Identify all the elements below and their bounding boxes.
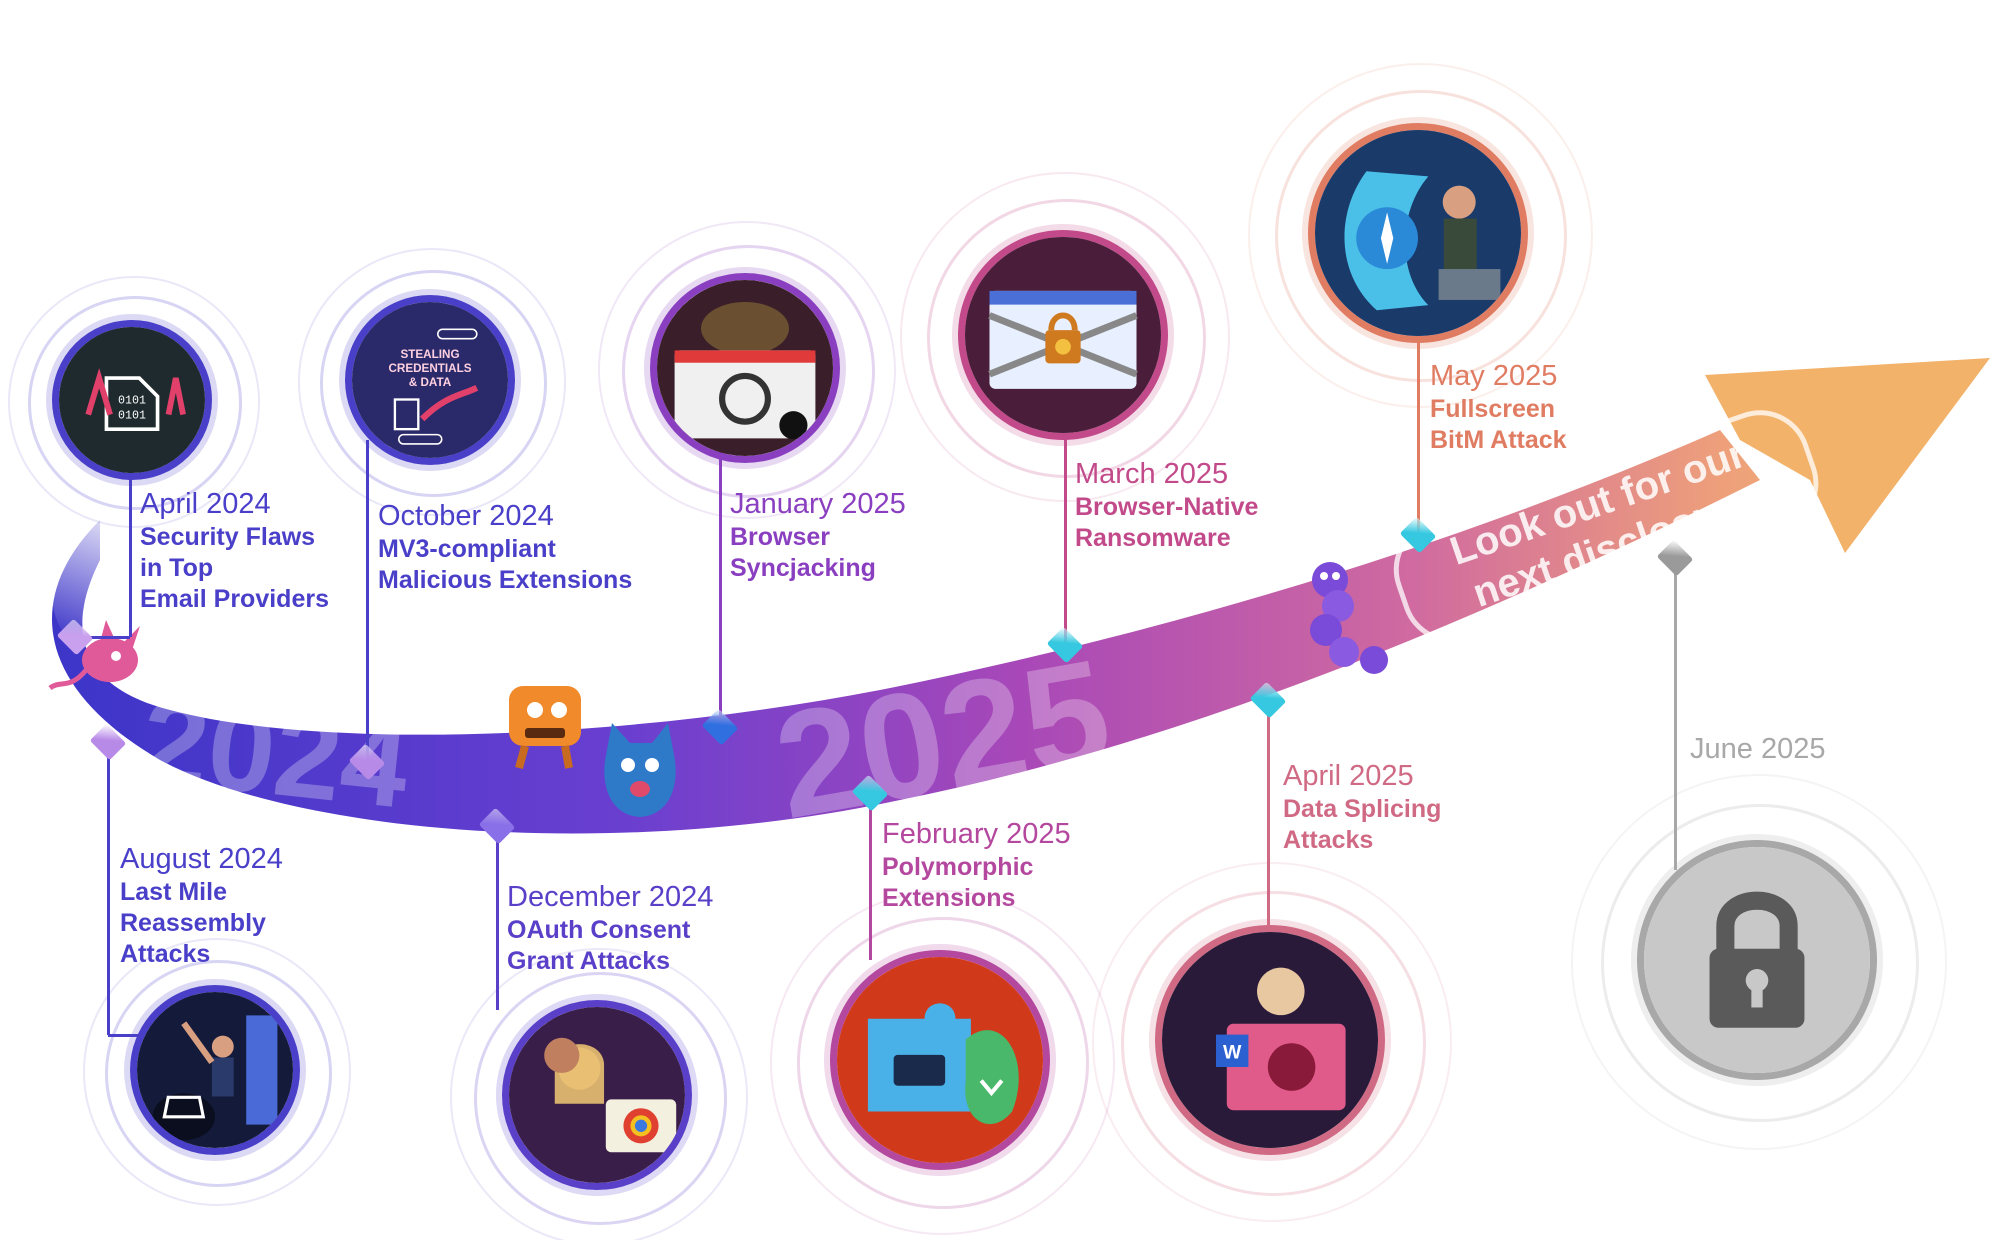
svg-text:0101: 0101 bbox=[118, 408, 146, 422]
milestone-title: Browser Syncjacking bbox=[730, 523, 876, 582]
puzzle-extension-icon[interactable] bbox=[830, 950, 1050, 1170]
timeline-stem bbox=[75, 636, 130, 639]
pink-demon-mascot-icon bbox=[48, 620, 140, 691]
timeline-stem bbox=[1417, 340, 1420, 535]
timeline-stem bbox=[869, 793, 872, 960]
browser-users-icon[interactable] bbox=[502, 1000, 692, 1190]
timeline-stem bbox=[1674, 558, 1677, 870]
timeline-stem bbox=[107, 742, 110, 1035]
milestone-title: Polymorphic Extensions bbox=[882, 853, 1034, 912]
milestone-title: Security Flaws in Top Email Providers bbox=[140, 523, 329, 613]
data-splicing-icon[interactable]: W bbox=[1155, 925, 1385, 1155]
ribbon-band bbox=[52, 430, 1760, 834]
milestone-date: May 2025 bbox=[1430, 360, 1558, 392]
timeline-stem bbox=[108, 1034, 140, 1037]
milestone-date: January 2025 bbox=[730, 488, 906, 520]
milestone-title: MV3-compliant Malicious Extensions bbox=[378, 535, 633, 594]
timeline-stem bbox=[129, 478, 132, 637]
milestone-date: March 2025 bbox=[1075, 458, 1229, 490]
milestone-date: October 2024 bbox=[378, 500, 554, 532]
safari-hacker-icon[interactable] bbox=[1308, 123, 1528, 343]
milestone-date: April 2025 bbox=[1283, 760, 1414, 792]
milestone-date: December 2024 bbox=[507, 881, 714, 913]
timeline-stem bbox=[496, 826, 499, 1010]
timeline-stem bbox=[1064, 435, 1067, 645]
conference-speaker-icon[interactable] bbox=[130, 985, 300, 1155]
svg-text:W: W bbox=[1223, 1041, 1242, 1063]
orange-monster-mascot-icon bbox=[509, 686, 581, 770]
milestone-date: June 2025 bbox=[1690, 733, 1826, 765]
timeline-stem bbox=[1267, 700, 1270, 930]
milestone-title: Last Mile Reassembly Attacks bbox=[120, 878, 266, 968]
timeline-stem bbox=[366, 440, 369, 762]
milestone-date: August 2024 bbox=[120, 843, 283, 875]
hijacked-browser-icon[interactable] bbox=[650, 273, 840, 463]
svg-text:0101: 0101 bbox=[118, 394, 146, 408]
milestone-title: Browser-Native Ransomware bbox=[1075, 493, 1259, 552]
blue-cat-monster-mascot-icon bbox=[604, 723, 676, 817]
padlock-icon[interactable] bbox=[1637, 840, 1877, 1080]
milestone-label[interactable]: June 2025 bbox=[1690, 735, 1825, 767]
locked-browser-icon[interactable] bbox=[958, 230, 1168, 440]
ribbon-arrow-head bbox=[1705, 358, 1990, 553]
timeline-stem bbox=[719, 440, 722, 727]
milestone-title: Data Splicing Attacks bbox=[1283, 795, 1442, 854]
milestone-title: Fullscreen BitM Attack bbox=[1430, 395, 1567, 454]
milestone-date: April 2024 bbox=[140, 488, 271, 520]
milestone-date: February 2025 bbox=[882, 818, 1071, 850]
milestone-title: OAuth Consent Grant Attacks bbox=[507, 916, 691, 975]
purple-centipede-mascot-icon bbox=[1310, 562, 1388, 674]
